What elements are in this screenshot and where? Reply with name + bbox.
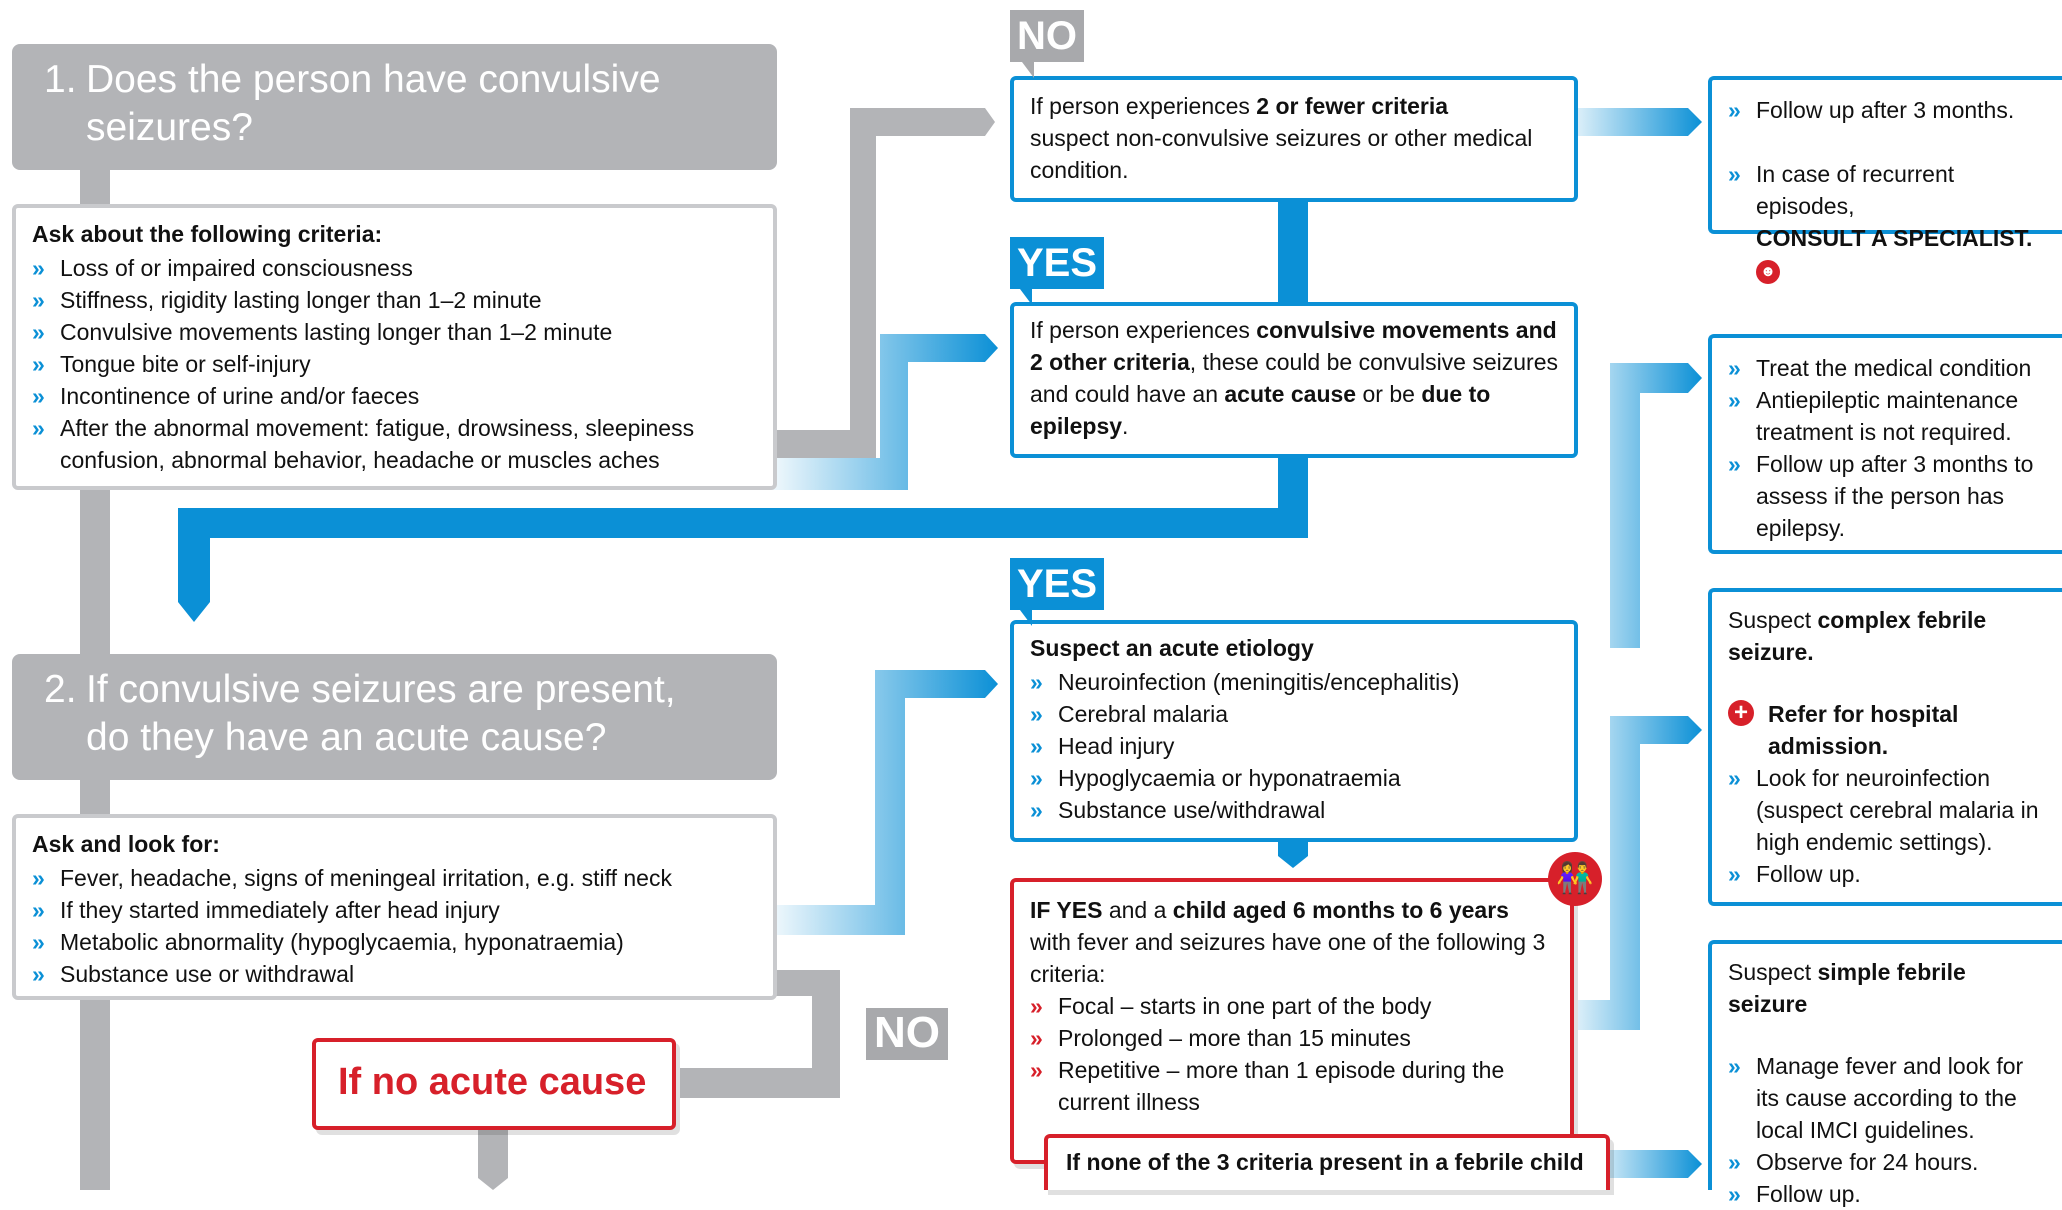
- list-item: »Head injury: [1030, 730, 1558, 762]
- list-item: »Follow up after 3 months.: [1728, 94, 2050, 126]
- chevron-icon: »: [1728, 1149, 1741, 1175]
- list-item: »In case of recurrent episodes,CONSULT A…: [1728, 158, 2050, 286]
- list-item: »If they started immediately after head …: [32, 894, 757, 926]
- chevron-icon: »: [32, 319, 45, 345]
- chevron-icon: »: [1728, 861, 1741, 887]
- question-2-line1: If convulsive seizures are present,: [86, 668, 676, 711]
- list-item: »Hypoglycaemia or hyponatraemia: [1030, 762, 1558, 794]
- no-acute-cause-box: If no acute cause: [312, 1038, 676, 1130]
- chevron-icon: »: [32, 383, 45, 409]
- chevron-icon: »: [1728, 1053, 1741, 1079]
- chevron-icon: »: [32, 961, 45, 987]
- febrile-criteria-box: IF YES and a child aged 6 months to 6 ye…: [1010, 878, 1574, 1164]
- chevron-icon: »: [32, 897, 45, 923]
- follow-up-box: »Follow up after 3 months. »In case of r…: [1708, 76, 2062, 284]
- chevron-icon: »: [1030, 701, 1043, 727]
- list-item: »Substance use or withdrawal: [32, 958, 757, 990]
- chevron-icon: »: [1030, 669, 1043, 695]
- list-item: »Prolonged – more than 15 minutes: [1030, 1022, 1554, 1054]
- list-item: »Antiepileptic maintenance treatment is …: [1728, 384, 2050, 448]
- ask-look-heading: Ask and look for:: [32, 831, 220, 857]
- list-item: »Neuroinfection (meningitis/encephalitis…: [1030, 666, 1558, 698]
- no-tag: NO: [1010, 10, 1084, 78]
- list-item: »Manage fever and look for its cause acc…: [1728, 1050, 2050, 1146]
- question-1-number: 1.: [44, 58, 77, 101]
- chevron-icon: »: [1728, 765, 1741, 791]
- medical-condition-box: »Treat the medical condition »Antiepilep…: [1708, 334, 2062, 554]
- list-item: »Follow up.: [1728, 1178, 2050, 1210]
- acute-etiology-box: Suspect an acute etiology »Neuroinfectio…: [1010, 620, 1578, 842]
- list-item: »Follow up.: [1728, 858, 2050, 890]
- children-icon: 👫: [1548, 852, 1602, 906]
- chevron-icon: »: [1728, 161, 1741, 187]
- question-1-line2: seizures?: [86, 106, 253, 149]
- chevron-icon: »: [32, 865, 45, 891]
- question-1-line1: Does the person have convulsive: [86, 58, 661, 101]
- chevron-icon: »: [1728, 97, 1741, 123]
- chevron-icon: »: [32, 929, 45, 955]
- criteria-list: »Loss of or impaired consciousness »Stif…: [32, 252, 757, 476]
- ask-look-box: Ask and look for: »Fever, headache, sign…: [12, 814, 777, 1000]
- hospital-cross-icon: +: [1728, 700, 1754, 726]
- chevron-icon: »: [32, 255, 45, 281]
- chevron-icon: »: [1030, 733, 1043, 759]
- question-2-line2: do they have an acute cause?: [86, 716, 607, 759]
- list-item: »Follow up after 3 months to assess if t…: [1728, 448, 2050, 544]
- chevron-icon: »: [1728, 387, 1741, 413]
- list-item: »Incontinence of urine and/or faeces: [32, 380, 757, 412]
- question-2: 2.If convulsive seizures are present, do…: [12, 654, 777, 780]
- criteria-box: Ask about the following criteria: »Loss …: [12, 204, 777, 490]
- list-item: »Cerebral malaria: [1030, 698, 1558, 730]
- list-item: »Observe for 24 hours.: [1728, 1146, 2050, 1178]
- simple-febrile-box: Suspect simple febrile seizure »Manage f…: [1708, 940, 2062, 1207]
- chevron-icon: »: [1030, 765, 1043, 791]
- list-item: »Fever, headache, signs of meningeal irr…: [32, 862, 757, 894]
- acute-etiology-heading: Suspect an acute etiology: [1030, 635, 1314, 661]
- list-item: »Stiffness, rigidity lasting longer than…: [32, 284, 757, 316]
- convulsive-box: If person experiences convulsive movemen…: [1010, 302, 1578, 458]
- chevron-icon: »: [1728, 355, 1741, 381]
- list-item: »Loss of or impaired consciousness: [32, 252, 757, 284]
- chevron-icon: »: [32, 287, 45, 313]
- list-item: »Look for neuroinfection (suspect cerebr…: [1728, 762, 2050, 858]
- complex-febrile-box: Suspect complex febrile seizure. + Refer…: [1708, 588, 2062, 906]
- chevron-icon: »: [32, 351, 45, 377]
- no-label: NO: [866, 1008, 948, 1060]
- list-item: »After the abnormal movement: fatigue, d…: [32, 412, 757, 476]
- list-item: »Convulsive movements lasting longer tha…: [32, 316, 757, 348]
- chevron-icon: »: [1030, 1025, 1043, 1051]
- question-2-number: 2.: [44, 668, 77, 711]
- chevron-icon: »: [1030, 797, 1043, 823]
- list-item: »Metabolic abnormality (hypoglycaemia, h…: [32, 926, 757, 958]
- chevron-icon: »: [32, 415, 45, 441]
- question-1: 1.Does the person have convulsive seizur…: [12, 44, 777, 170]
- chevron-icon: »: [1030, 1057, 1043, 1083]
- criteria-heading: Ask about the following criteria:: [32, 221, 383, 247]
- chevron-icon: »: [1728, 1181, 1741, 1207]
- no-criteria-box: If none of the 3 criteria present in a f…: [1044, 1134, 1610, 1190]
- yes-tag: YES: [1010, 237, 1105, 305]
- specialist-icon: ☻: [1756, 259, 1780, 284]
- chevron-icon: »: [1030, 993, 1043, 1019]
- list-item: »Treat the medical condition: [1728, 352, 2050, 384]
- yes-tag: YES: [1010, 558, 1105, 626]
- chevron-icon: »: [1728, 451, 1741, 477]
- list-item: »Focal – starts in one part of the body: [1030, 990, 1554, 1022]
- list-item: »Repetitive – more than 1 episode during…: [1030, 1054, 1554, 1118]
- list-item: »Substance use/withdrawal: [1030, 794, 1558, 826]
- list-item: »Tongue bite or self-injury: [32, 348, 757, 380]
- non-convulsive-box: If person experiences 2 or fewer criteri…: [1010, 76, 1578, 202]
